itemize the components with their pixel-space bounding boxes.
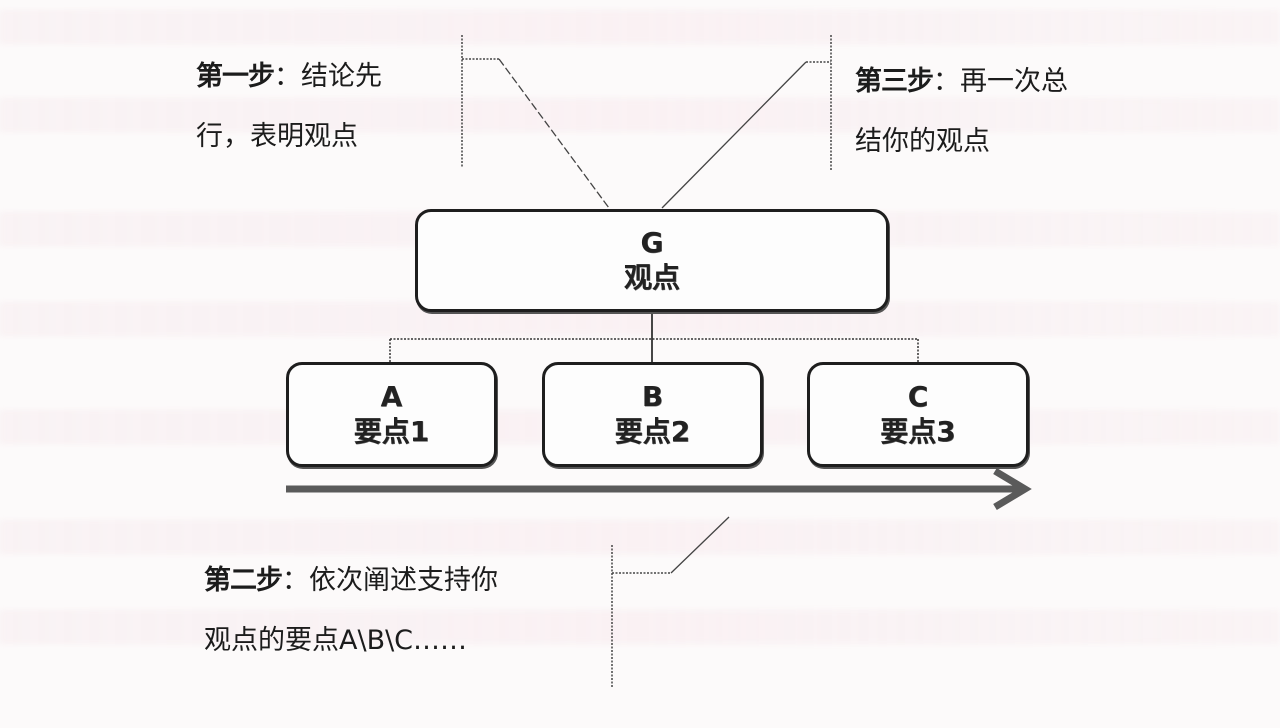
step2-label: 第二步 (204, 565, 283, 596)
page-bleed-through (0, 520, 1280, 554)
step3-text-line1: 再一次总 (960, 66, 1068, 97)
node-a-label: 要点1 (353, 414, 430, 448)
step3-separator: ： (933, 66, 960, 97)
step3-note: 第三步：再一次总 结你的观点 (855, 52, 1068, 172)
node-b-point2: B 要点2 (542, 362, 763, 467)
page-bleed-through (0, 610, 1280, 644)
node-c-point3: C 要点3 (807, 362, 1029, 467)
node-c-letter: C (907, 379, 929, 413)
step1-text-line1: 结论先 (301, 61, 382, 92)
step1-note: 第一步：结论先 行，表明观点 (196, 47, 382, 167)
node-g-viewpoint: G 观点 (415, 209, 889, 312)
step2-callout-connector (611, 516, 730, 688)
step1-callout-connector (461, 35, 610, 209)
sequence-arrow (286, 467, 1032, 511)
step3-label: 第三步 (855, 66, 934, 97)
step2-text-line2: 观点的要点A\B\C…… (204, 625, 468, 656)
node-c-label: 要点3 (880, 414, 956, 448)
step3-line1: 第三步：再一次总 (855, 52, 1068, 112)
step2-line1: 第二步：依次阐述支持你 (204, 551, 498, 611)
step2-text-line1: 依次阐述支持你 (309, 565, 498, 596)
page-bleed-through (0, 10, 1280, 44)
node-b-label: 要点2 (614, 414, 691, 448)
node-a-letter: A (380, 379, 403, 413)
node-g-label: 观点 (623, 260, 680, 294)
node-a-point1: A 要点1 (286, 362, 497, 467)
step3-text-line2: 结你的观点 (855, 126, 990, 157)
step1-line1: 第一步：结论先 (196, 47, 382, 107)
step1-separator: ： (274, 61, 301, 92)
node-b-letter: B (641, 379, 664, 413)
step3-callout-connector (661, 35, 832, 209)
node-g-letter: G (640, 225, 664, 259)
page-bleed-through (0, 98, 1280, 132)
step2-note: 第二步：依次阐述支持你 观点的要点A\B\C…… (204, 551, 498, 671)
step1-text-line2: 行，表明观点 (196, 121, 358, 152)
step2-separator: ： (282, 565, 309, 596)
step1-label: 第一步 (196, 61, 275, 92)
tree-connector (389, 311, 919, 362)
